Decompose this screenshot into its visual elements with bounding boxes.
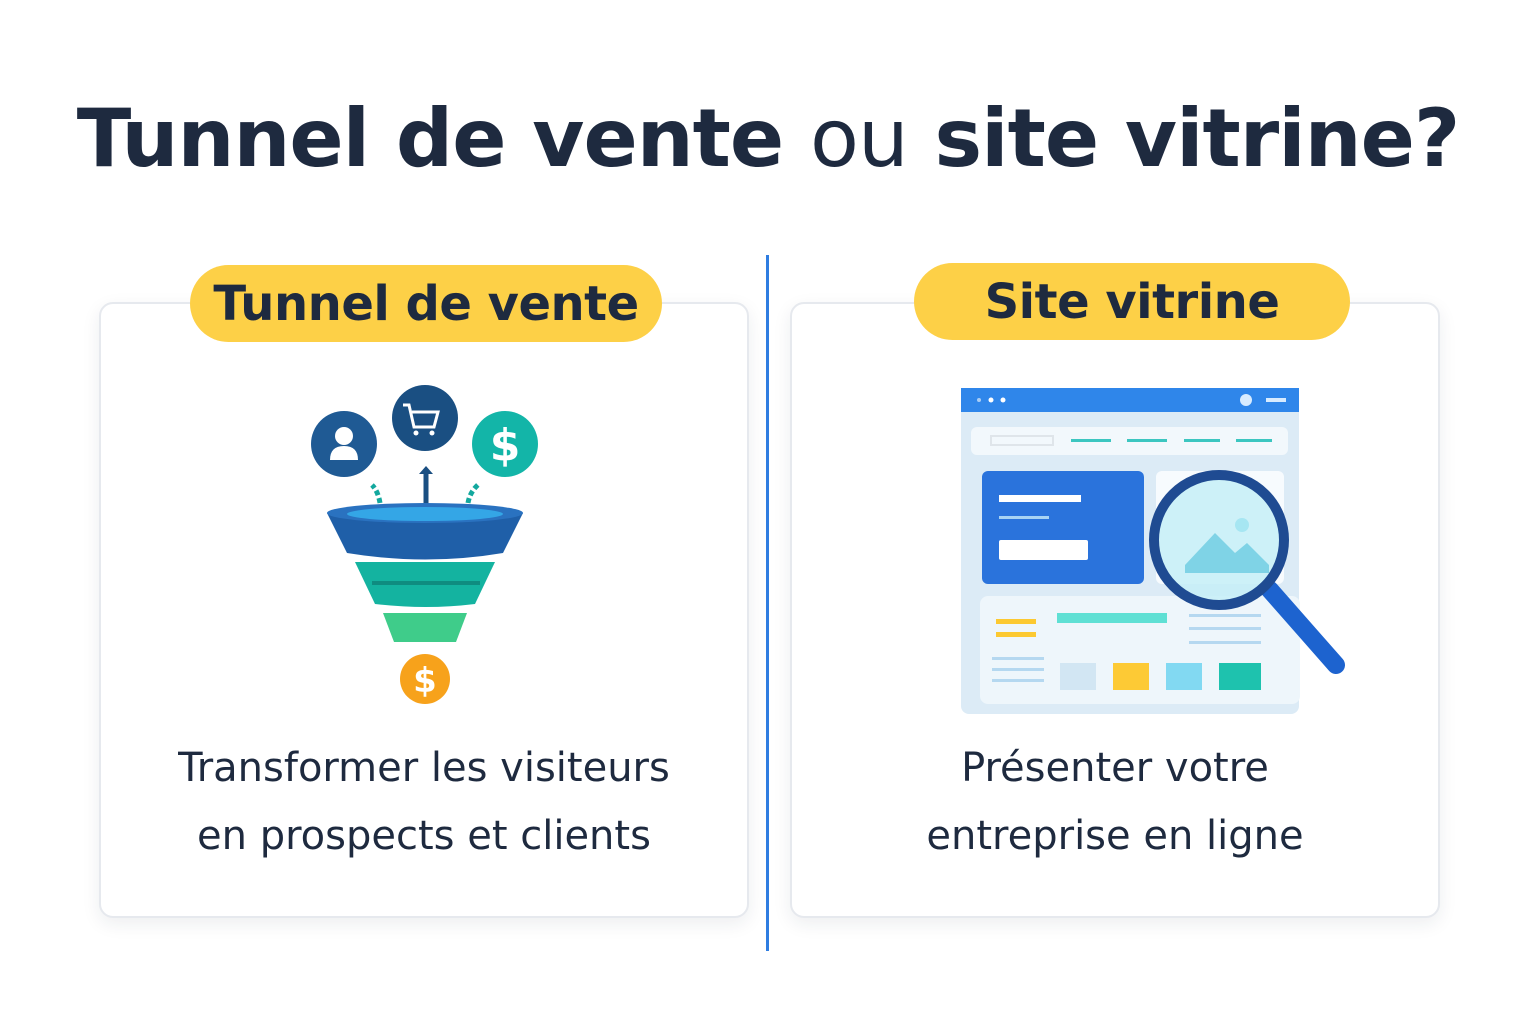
title-part-1: Tunnel de vente xyxy=(76,92,784,185)
user-icon xyxy=(311,411,377,477)
title-part-3: site vitrine? xyxy=(934,92,1461,185)
funnel-icon xyxy=(327,503,523,642)
shopping-cart-icon xyxy=(392,385,458,451)
sales-funnel-description: Transformer les visiteurs en prospects e… xyxy=(101,734,747,870)
funnel-illustration: $ $ xyxy=(311,385,538,704)
divider xyxy=(766,255,769,951)
description-line: en prospects et clients xyxy=(197,813,651,859)
showcase-site-label: Site vitrine xyxy=(914,263,1350,340)
description-line: Transformer les visiteurs xyxy=(178,745,670,791)
svg-text:$: $ xyxy=(490,420,521,471)
title-part-2: ou xyxy=(810,92,909,185)
showcase-site-description: Présenter votre entreprise en ligne xyxy=(792,734,1438,870)
dollar-icon: $ xyxy=(472,411,538,477)
website-mockup-illustration xyxy=(961,388,1345,714)
sales-funnel-label: Tunnel de vente xyxy=(190,265,662,342)
magnifying-glass-icon xyxy=(1149,470,1345,674)
coin-dollar-icon: $ xyxy=(400,654,450,704)
svg-text:$: $ xyxy=(413,661,437,701)
description-line: entreprise en ligne xyxy=(926,813,1304,859)
page-title: Tunnel de vente ou site vitrine? xyxy=(0,92,1536,185)
description-line: Présenter votre xyxy=(961,745,1269,791)
